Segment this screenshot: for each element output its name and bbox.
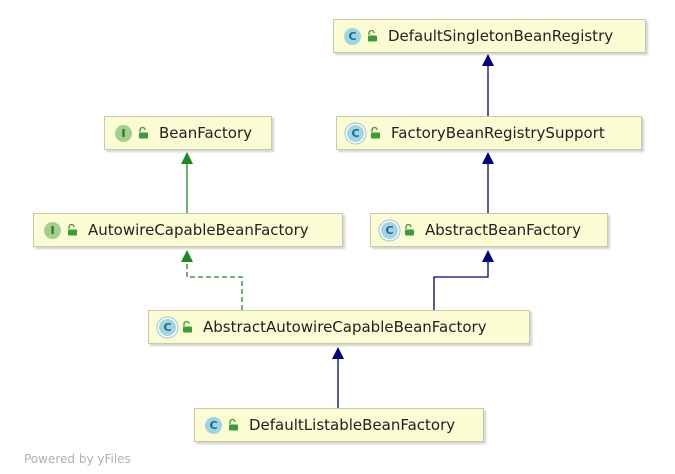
edge-abstractbeanfactory-to-factorybeanregistrysupport bbox=[482, 152, 494, 213]
node-factory-bean-registry-support[interactable]: C FactoryBeanRegistrySupport bbox=[336, 116, 642, 150]
interface-icon: I bbox=[115, 124, 132, 142]
open-lock-icon bbox=[368, 30, 377, 42]
edge-abstractautowirecapablebeanfactory-to-abstractbeanfactory bbox=[433, 250, 494, 310]
open-lock-icon bbox=[229, 419, 238, 431]
arrowhead-icon bbox=[482, 250, 494, 262]
class-icon: C bbox=[344, 27, 361, 45]
node-bean-factory[interactable]: I BeanFactory bbox=[104, 116, 272, 150]
open-lock-icon bbox=[183, 321, 192, 333]
node-label: AbstractBeanFactory bbox=[425, 221, 581, 239]
open-lock-icon bbox=[68, 224, 77, 236]
powered-by-footer: Powered by yFiles bbox=[24, 452, 131, 466]
node-abstract-bean-factory[interactable]: C AbstractBeanFactory bbox=[370, 213, 608, 247]
edge-abstractautowirecapablebeanfactory-implements-autowirecapablebeanfactory bbox=[181, 250, 243, 310]
edge-autowirecapablebeanfactory-to-beanfactory bbox=[181, 152, 193, 213]
open-lock-icon bbox=[139, 127, 148, 139]
class-icon: C bbox=[205, 416, 222, 434]
node-abstract-autowire-capable-bean-factory[interactable]: C AbstractAutowireCapableBeanFactory bbox=[148, 310, 530, 344]
arrowhead-icon bbox=[482, 54, 494, 66]
node-label: AutowireCapableBeanFactory bbox=[88, 221, 309, 239]
node-default-singleton-bean-registry[interactable]: C DefaultSingletonBeanRegistry bbox=[333, 19, 646, 53]
node-label: AbstractAutowireCapableBeanFactory bbox=[203, 318, 487, 336]
node-autowire-capable-bean-factory[interactable]: I AutowireCapableBeanFactory bbox=[33, 213, 343, 247]
node-label: FactoryBeanRegistrySupport bbox=[391, 124, 605, 142]
arrowhead-icon bbox=[181, 152, 193, 164]
abstract-class-icon: C bbox=[381, 221, 398, 239]
open-lock-icon bbox=[371, 127, 380, 139]
interface-icon: I bbox=[44, 221, 61, 239]
arrowhead-icon bbox=[332, 347, 344, 359]
abstract-class-icon: C bbox=[347, 124, 364, 142]
node-label: DefaultSingletonBeanRegistry bbox=[388, 27, 614, 45]
node-label: DefaultListableBeanFactory bbox=[249, 416, 456, 434]
edge-factorybeanregistrysupport-to-defaultsingletonbeanregistry bbox=[482, 54, 494, 116]
arrowhead-icon bbox=[482, 152, 494, 164]
arrowhead-icon bbox=[181, 250, 193, 262]
node-label: BeanFactory bbox=[159, 124, 253, 142]
abstract-class-icon: C bbox=[159, 318, 176, 336]
edge-defaultlistablebeanfactory-to-abstractautowirecapablebeanfactory bbox=[332, 347, 344, 408]
node-default-listable-bean-factory[interactable]: C DefaultListableBeanFactory bbox=[194, 408, 484, 442]
open-lock-icon bbox=[405, 224, 414, 236]
